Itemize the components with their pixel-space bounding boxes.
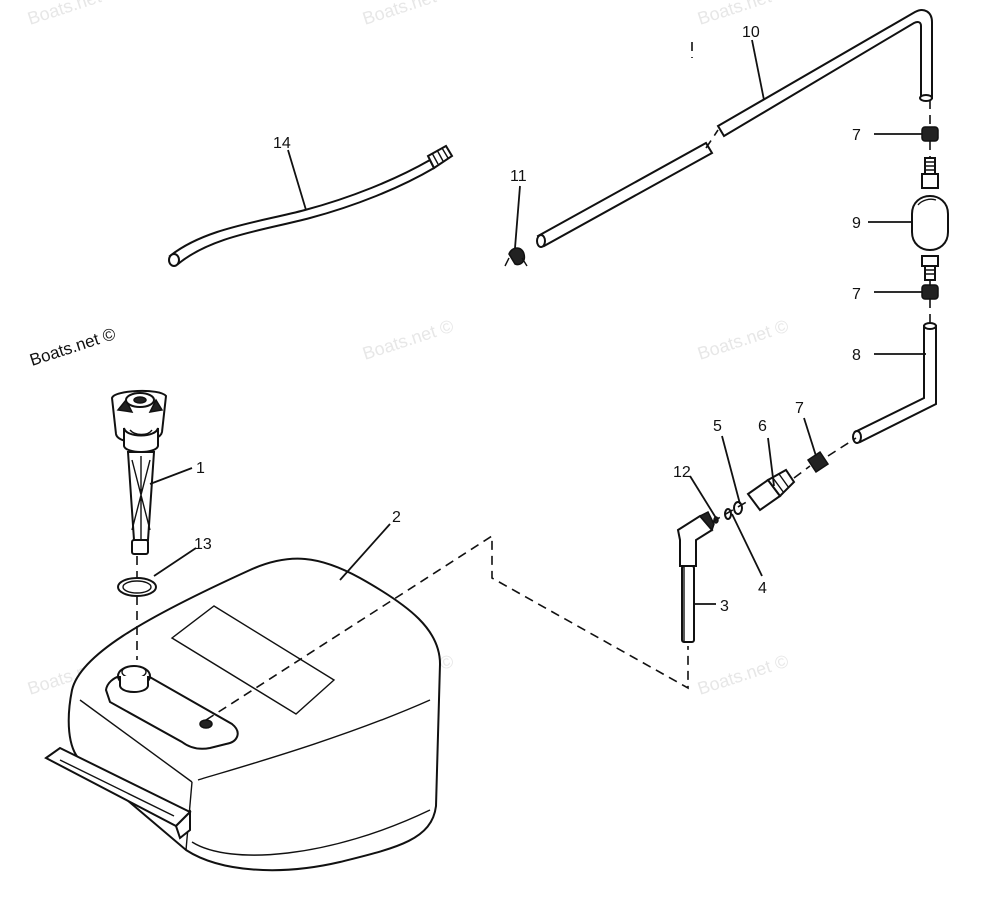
part-7-fitting-middle bbox=[921, 284, 939, 300]
callout-11: 11 bbox=[510, 168, 527, 185]
callout-7: 7 bbox=[795, 400, 804, 417]
part-9-primer-bulb bbox=[911, 157, 949, 281]
watermark: Boats.net © bbox=[360, 316, 456, 364]
part-5-seal bbox=[733, 501, 743, 515]
watermark: Boats.net © bbox=[25, 0, 121, 29]
part-8-hose bbox=[852, 322, 937, 444]
watermark: Boats.net © bbox=[360, 0, 456, 29]
callout-7: 7 bbox=[852, 127, 861, 144]
watermark: Boats.net © bbox=[695, 651, 791, 699]
part-1-fuel-gauge bbox=[110, 389, 168, 555]
part-13-gasket bbox=[117, 577, 157, 597]
part-11-clip bbox=[504, 247, 528, 267]
callout-12: 12 bbox=[673, 464, 691, 481]
callout-14: 14 bbox=[273, 135, 291, 152]
callout-6: 6 bbox=[758, 418, 767, 435]
callouts: 1 2 3 4 5 6 7 7 7 8 9 10 11 12 13 14 bbox=[194, 24, 861, 615]
part-7-fitting-upper bbox=[921, 126, 939, 142]
callout-5: 5 bbox=[713, 418, 722, 435]
watermark: Boats.net © bbox=[695, 316, 791, 364]
part-7-fitting-lower bbox=[806, 450, 830, 474]
callout-9: 9 bbox=[852, 215, 861, 232]
callout-7: 7 bbox=[852, 286, 861, 303]
part-3-pickup-tube bbox=[676, 510, 715, 643]
part-2-fuel-tank bbox=[44, 557, 442, 872]
part-10-hose bbox=[536, 9, 933, 248]
callout-1: 1 bbox=[196, 460, 205, 477]
callout-10: 10 bbox=[742, 24, 760, 41]
leader-lines bbox=[149, 39, 926, 605]
part-6-connector bbox=[746, 468, 796, 512]
callout-13: 13 bbox=[194, 536, 212, 553]
callout-4: 4 bbox=[758, 580, 767, 597]
callout-8: 8 bbox=[852, 347, 861, 364]
watermark-main: Boats.net © bbox=[27, 324, 118, 370]
assembly-lines bbox=[136, 42, 931, 721]
callout-2: 2 bbox=[392, 509, 401, 526]
callout-3: 3 bbox=[720, 598, 729, 615]
part-14-fuel-hose bbox=[168, 144, 454, 267]
